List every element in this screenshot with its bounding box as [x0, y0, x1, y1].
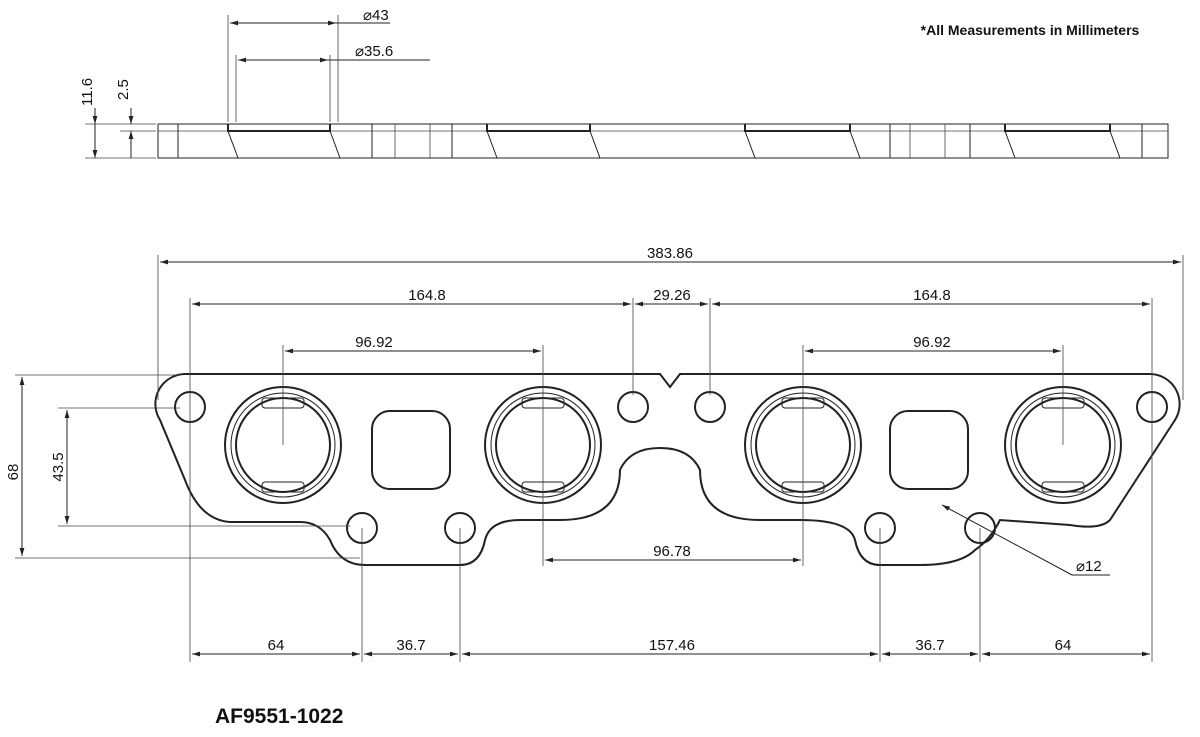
gasket-outline	[154, 373, 1181, 566]
units-note: *All Measurements in Millimeters	[921, 22, 1140, 38]
dim-bottom-1: 64	[268, 637, 285, 654]
dim-inner-diameter: ⌀35.6	[355, 43, 393, 60]
exhaust-ports	[224, 386, 1122, 504]
dim-bottom-2: 36.7	[396, 637, 425, 654]
dim-right-port-pitch: 96.92	[913, 334, 951, 351]
dim-height: 68	[5, 464, 22, 481]
coolant-cutout-right	[889, 410, 969, 490]
dim-outer-diameter: ⌀43	[363, 7, 389, 24]
dim-bottom-3: 157.46	[649, 637, 695, 654]
dim-left-port-pitch: 96.92	[355, 334, 393, 351]
dim-overall-width: 383.86	[647, 245, 693, 262]
dim-height-inner: 43.5	[50, 452, 67, 481]
dim-left-span: 164.8	[408, 287, 446, 304]
dim-total-thickness: 11.6	[79, 78, 96, 106]
dim-bottom-5: 64	[1055, 637, 1072, 654]
dim-bottom-4: 36.7	[915, 637, 944, 654]
part-number: AF9551-1022	[215, 705, 343, 728]
section-view: ⌀43 ⌀35.6 11.6 2.5	[79, 7, 1169, 159]
plan-view: 383.86 164.8 29.26 164.8 96.92 96.92 68 …	[5, 245, 1184, 662]
dim-right-span: 164.8	[913, 287, 951, 304]
dim-center-span: 29.26	[653, 287, 691, 304]
section-outline	[157, 123, 1169, 159]
dim-center-port-pitch: 96.78	[653, 543, 691, 560]
dim-recess-depth: 2.5	[115, 79, 132, 100]
coolant-cutout-left	[371, 410, 451, 490]
dim-hole-diameter: ⌀12	[1076, 558, 1102, 575]
section-hatch	[177, 123, 1143, 159]
